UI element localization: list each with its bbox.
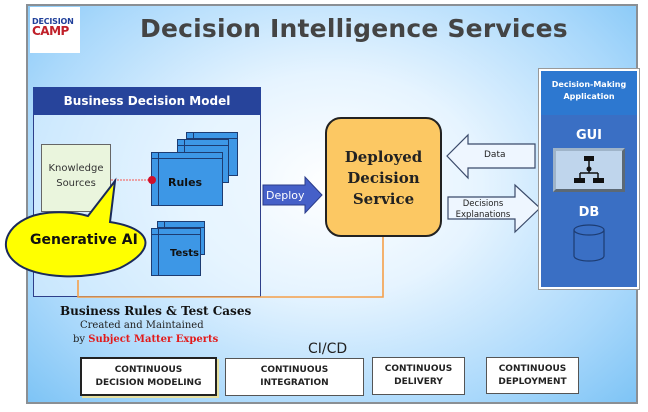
generative-ai-label: Generative AI bbox=[30, 232, 138, 248]
logo-line1: DECISION bbox=[32, 17, 74, 26]
subject-matter-experts: Subject Matter Experts bbox=[88, 334, 219, 345]
stage-line1: CONTINUOUS bbox=[260, 365, 329, 375]
cicd-label: CI/CD bbox=[308, 341, 348, 357]
logo-line2: CAMP bbox=[32, 24, 69, 38]
application-title-line2: Application bbox=[563, 92, 615, 101]
database-cylinder-icon bbox=[573, 224, 605, 262]
application-title-line1: Decision-Making bbox=[551, 80, 627, 89]
rules-card-front bbox=[151, 152, 223, 206]
tests-card-front bbox=[151, 228, 201, 276]
stage-line2: DEPLOYMENT bbox=[498, 376, 567, 387]
stage-continuous-integration: CONTINUOUS INTEGRATION bbox=[225, 358, 364, 396]
gui-label: GUI bbox=[575, 128, 603, 143]
decisions-line1: Decisions bbox=[462, 199, 504, 209]
stage-line2: INTEGRATION bbox=[260, 378, 329, 388]
page-title: Decision Intelligence Services bbox=[140, 14, 568, 43]
stage-line1: CONTINUOUS bbox=[384, 364, 453, 374]
stage-continuous-decision-modeling: CONTINUOUS DECISION MODELING bbox=[80, 357, 217, 396]
rules-label: Rules bbox=[168, 176, 203, 189]
deploy-arrow bbox=[262, 175, 323, 215]
generative-ai-callout bbox=[4, 177, 147, 278]
footnote-prefix: by bbox=[73, 334, 89, 345]
gui-button[interactable] bbox=[553, 148, 625, 192]
knowledge-sources-line1: Knowledge bbox=[48, 163, 104, 174]
business-decision-model-title: Business Decision Model bbox=[33, 87, 261, 115]
data-arrow bbox=[446, 133, 536, 180]
db-label: DB bbox=[578, 205, 600, 220]
stage-continuous-deployment: CONTINUOUS DEPLOYMENT bbox=[486, 357, 579, 394]
tests-label: Tests bbox=[170, 248, 199, 259]
hierarchy-icon bbox=[574, 156, 604, 183]
stage-line2: DELIVERY bbox=[394, 377, 443, 387]
footnote-title: Business Rules & Test Cases bbox=[60, 304, 252, 318]
footnote-line2: Created and Maintained bbox=[80, 320, 204, 331]
decisions-label: Decisions Explanations bbox=[449, 199, 517, 221]
decisions-line2: Explanations bbox=[455, 210, 511, 220]
application-title: Decision-Making Application bbox=[541, 71, 637, 115]
link-endpoint-dot bbox=[148, 176, 156, 184]
service-to-model-connector bbox=[77, 237, 384, 298]
data-label: Data bbox=[484, 150, 506, 160]
stage-line2: DECISION MODELING bbox=[95, 377, 202, 388]
deployed-decision-service-box: Deployed Decision Service bbox=[325, 117, 442, 237]
decisions-arrow bbox=[447, 183, 541, 234]
footnote-line3: by Subject Matter Experts bbox=[73, 334, 218, 345]
deploy-label: Deploy bbox=[266, 189, 305, 202]
service-line2: Decision bbox=[347, 169, 420, 187]
stage-line1: CONTINUOUS bbox=[114, 364, 183, 375]
service-line1: Deployed bbox=[344, 148, 423, 166]
service-line3: Service bbox=[352, 190, 415, 208]
decision-camp-logo: DECISION CAMP bbox=[30, 7, 80, 53]
stage-line1: CONTINUOUS bbox=[498, 363, 567, 374]
stage-continuous-delivery: CONTINUOUS DELIVERY bbox=[372, 357, 465, 395]
knowledge-sources-line2: Sources bbox=[56, 178, 96, 189]
